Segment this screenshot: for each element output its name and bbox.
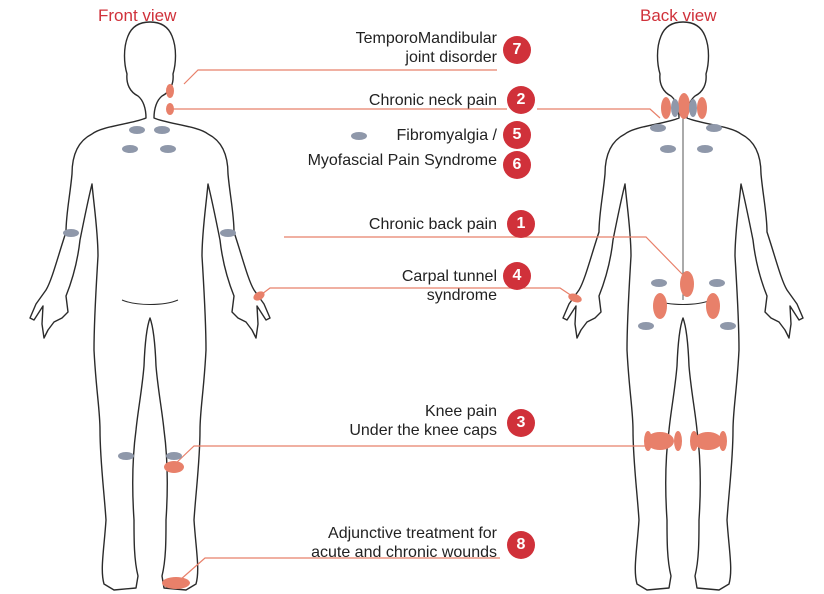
condition-badge-2: 2 xyxy=(507,86,535,114)
front-neck-pad xyxy=(166,103,174,115)
front-foot-pad xyxy=(162,577,190,589)
back-knee-pad xyxy=(719,431,727,451)
front-tender-point xyxy=(122,145,138,153)
back-neck-pad xyxy=(661,97,671,119)
leader-tmj xyxy=(184,70,497,84)
condition-knee-pain-line2: Under the knee caps xyxy=(349,421,497,440)
back-neck-pad xyxy=(697,97,707,119)
condition-carpal-tunnel-line1: Carpal tunnel xyxy=(402,267,497,286)
condition-carpal-tunnel-label: Carpal tunnel syndrome xyxy=(402,267,497,305)
front-body-outline xyxy=(30,22,270,590)
back-knee-pad xyxy=(644,431,652,451)
condition-badge-7: 7 xyxy=(503,36,531,64)
back-lower-back-pad xyxy=(653,293,667,319)
back-tender-point xyxy=(638,322,654,330)
back-tender-point xyxy=(706,124,722,132)
back-neck-pad xyxy=(678,93,690,119)
front-tender-point xyxy=(63,229,79,237)
back-tender-point xyxy=(720,322,736,330)
condition-tmj-line1: TemporoMandibular xyxy=(356,29,497,48)
condition-tmj-line2: joint disorder xyxy=(356,48,497,67)
condition-badge-5: 5 xyxy=(503,121,531,149)
back-view-title: Back view xyxy=(640,6,717,26)
condition-badge-3: 3 xyxy=(507,409,535,437)
condition-badge-1: 1 xyxy=(507,210,535,238)
front-tmj-pad xyxy=(166,84,174,98)
back-tender-point xyxy=(689,99,697,117)
condition-neck-pain-label: Chronic neck pain xyxy=(369,91,497,110)
condition-wounds-line2: acute and chronic wounds xyxy=(311,543,497,562)
front-tender-point xyxy=(118,452,134,460)
back-lower-back-pad xyxy=(706,293,720,319)
condition-tmj-label: TemporoMandibular joint disorder xyxy=(356,29,497,67)
front-tender-point xyxy=(160,145,176,153)
front-tender-point xyxy=(154,126,170,134)
condition-wounds-label: Adjunctive treatment for acute and chron… xyxy=(311,524,497,562)
condition-carpal-tunnel-line2: syndrome xyxy=(402,286,497,305)
back-tender-point xyxy=(651,279,667,287)
back-tender-point xyxy=(697,145,713,153)
condition-myofascial-label: Myofascial Pain Syndrome xyxy=(308,151,497,170)
front-knee-pad xyxy=(164,461,184,473)
leader-knee-pain xyxy=(174,446,648,465)
condition-fibromyalgia-label: Fibromyalgia / xyxy=(397,126,497,145)
back-knee-pad xyxy=(694,432,722,450)
front-tender-point xyxy=(220,229,236,237)
leader-neck-pain-back xyxy=(537,109,660,118)
condition-knee-pain-label: Knee pain Under the knee caps xyxy=(349,402,497,440)
back-tender-point xyxy=(671,99,679,117)
condition-back-pain-label: Chronic back pain xyxy=(369,215,497,234)
back-tender-point xyxy=(650,124,666,132)
condition-badge-6: 6 xyxy=(503,151,531,179)
back-knee-pad xyxy=(674,431,682,451)
back-knee-pad xyxy=(690,431,698,451)
condition-wounds-line1: Adjunctive treatment for xyxy=(311,524,497,543)
back-tender-point xyxy=(660,145,676,153)
condition-badge-8: 8 xyxy=(507,531,535,559)
front-tender-point xyxy=(166,452,182,460)
back-upper-back-pad xyxy=(680,271,694,297)
front-wrist-pad xyxy=(252,290,266,303)
condition-badge-4: 4 xyxy=(503,262,531,290)
tender-point-legend-icon xyxy=(351,132,367,140)
back-tender-point xyxy=(709,279,725,287)
front-view-title: Front view xyxy=(98,6,176,26)
condition-knee-pain-line1: Knee pain xyxy=(349,402,497,421)
front-tender-point xyxy=(129,126,145,134)
